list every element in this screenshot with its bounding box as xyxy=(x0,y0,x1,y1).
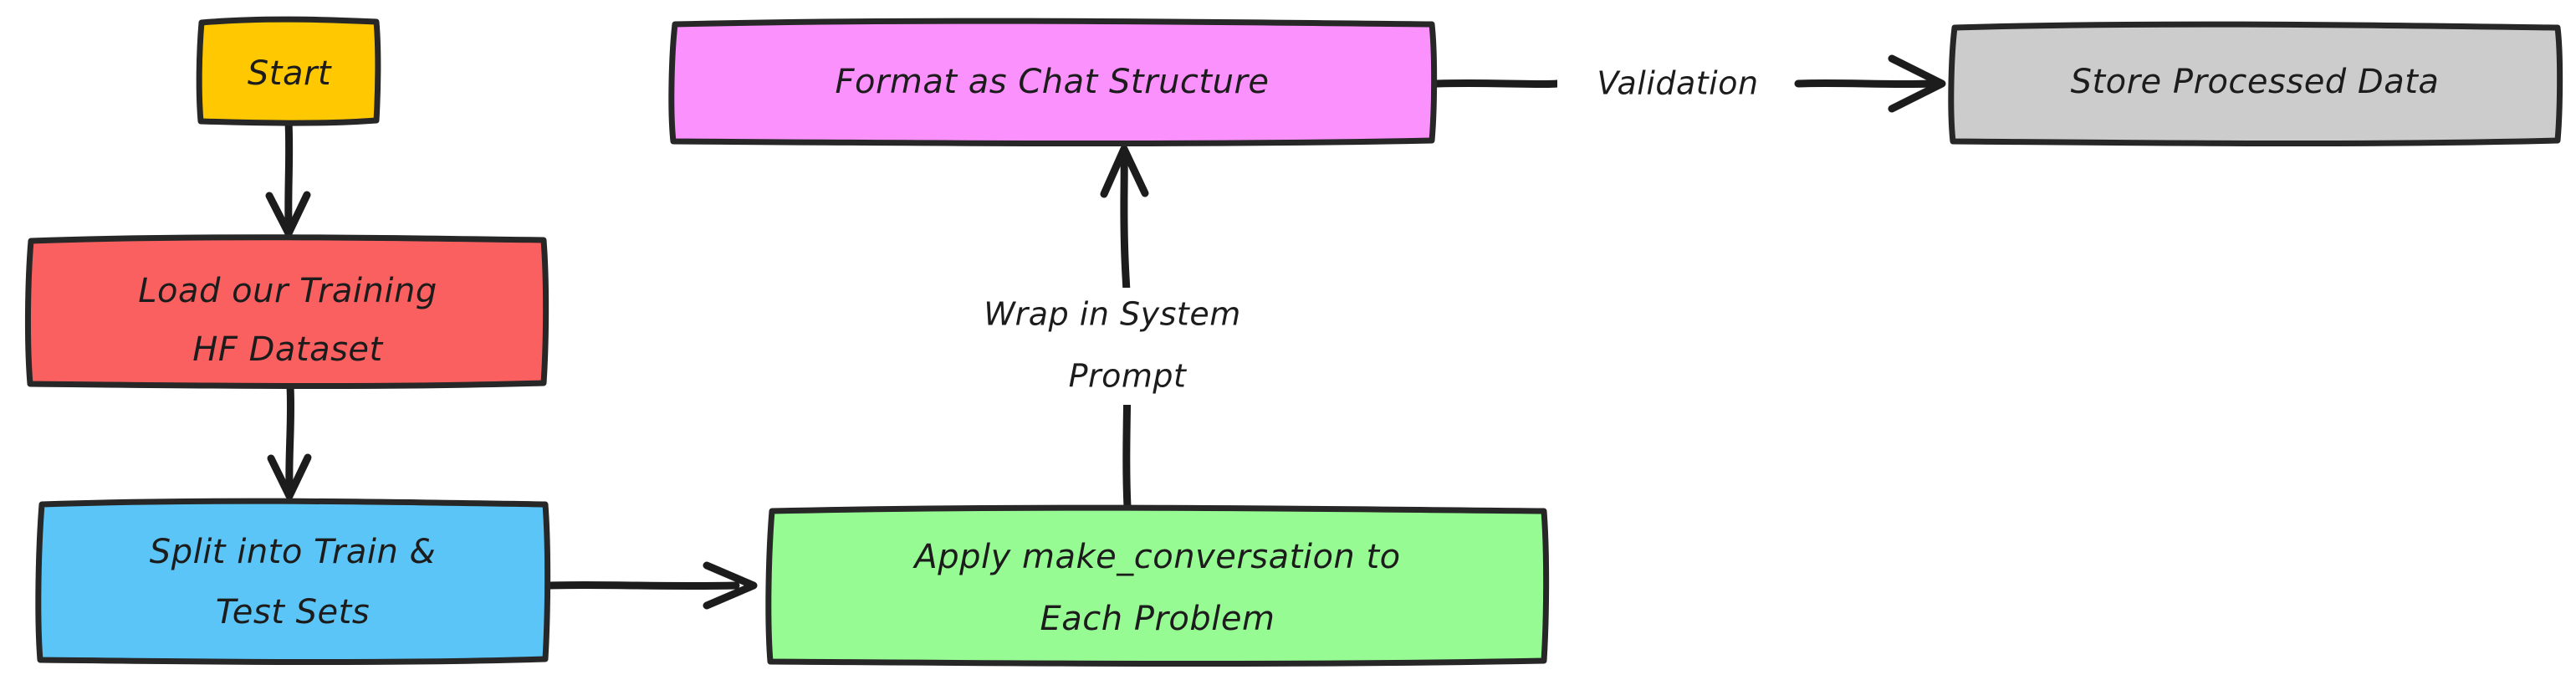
node-split-sets-label-line1: Split into Train & xyxy=(150,533,436,571)
edge-split-to-apply xyxy=(546,561,758,610)
edge-apply-to-format-label-line2: Prompt xyxy=(1069,358,1188,395)
node-store-data[interactable]: Store Processed Data xyxy=(1948,21,2563,147)
edge-apply-to-format-label-bg xyxy=(905,288,1345,405)
edge-load-to-split-line xyxy=(285,382,295,489)
node-format-chat-label: Format as Chat Structure xyxy=(835,63,1269,101)
edge-format-to-store-label: Validation xyxy=(1597,65,1758,102)
edge-apply-to-format: Wrap in System Prompt xyxy=(905,145,1345,511)
node-split-sets[interactable]: Split into Train & Test Sets xyxy=(35,498,551,666)
edge-format-to-store: Validation xyxy=(1433,52,1946,117)
edge-load-to-split-arrowhead xyxy=(267,453,312,500)
node-split-sets-label-line2: Test Sets xyxy=(216,593,370,631)
node-format-chat[interactable]: Format as Chat Structure xyxy=(668,18,1438,147)
edge-format-to-store-label-bg xyxy=(1557,52,1798,117)
node-split-sets-shape[interactable] xyxy=(35,498,551,666)
node-load-dataset-label-line2: HF Dataset xyxy=(192,330,383,369)
node-apply-conversation[interactable]: Apply make_conversation to Each Problem xyxy=(765,504,1550,667)
node-start-shape[interactable] xyxy=(196,16,381,126)
node-start[interactable]: Start xyxy=(196,16,381,126)
node-load-dataset-shape[interactable] xyxy=(24,234,549,390)
edge-load-to-split xyxy=(267,382,312,500)
edge-start-to-load-arrowhead xyxy=(265,191,311,238)
edge-apply-to-format-arrowhead xyxy=(1100,145,1149,198)
node-apply-conversation-shape[interactable] xyxy=(765,504,1550,667)
edge-format-to-store-line xyxy=(1433,79,1561,89)
edge-format-to-store-line-2 xyxy=(1794,79,1936,89)
node-format-chat-shape[interactable] xyxy=(668,18,1438,147)
node-load-dataset[interactable]: Load our Training HF Dataset xyxy=(24,234,549,390)
node-load-dataset-label-line1: Load our Training xyxy=(138,272,437,310)
edge-format-to-store-arrowhead xyxy=(1888,54,1946,113)
edge-apply-to-format-label-line1: Wrap in System xyxy=(984,296,1240,333)
node-store-data-label: Store Processed Data xyxy=(2071,63,2440,101)
edge-start-to-load xyxy=(265,118,311,238)
node-start-label: Start xyxy=(248,54,332,93)
node-apply-conversation-label-line2: Each Problem xyxy=(1040,600,1275,638)
node-apply-conversation-label-line1: Apply make_conversation to xyxy=(912,538,1400,576)
node-store-data-shape[interactable] xyxy=(1948,21,2563,147)
edge-split-to-apply-arrowhead xyxy=(703,561,758,610)
